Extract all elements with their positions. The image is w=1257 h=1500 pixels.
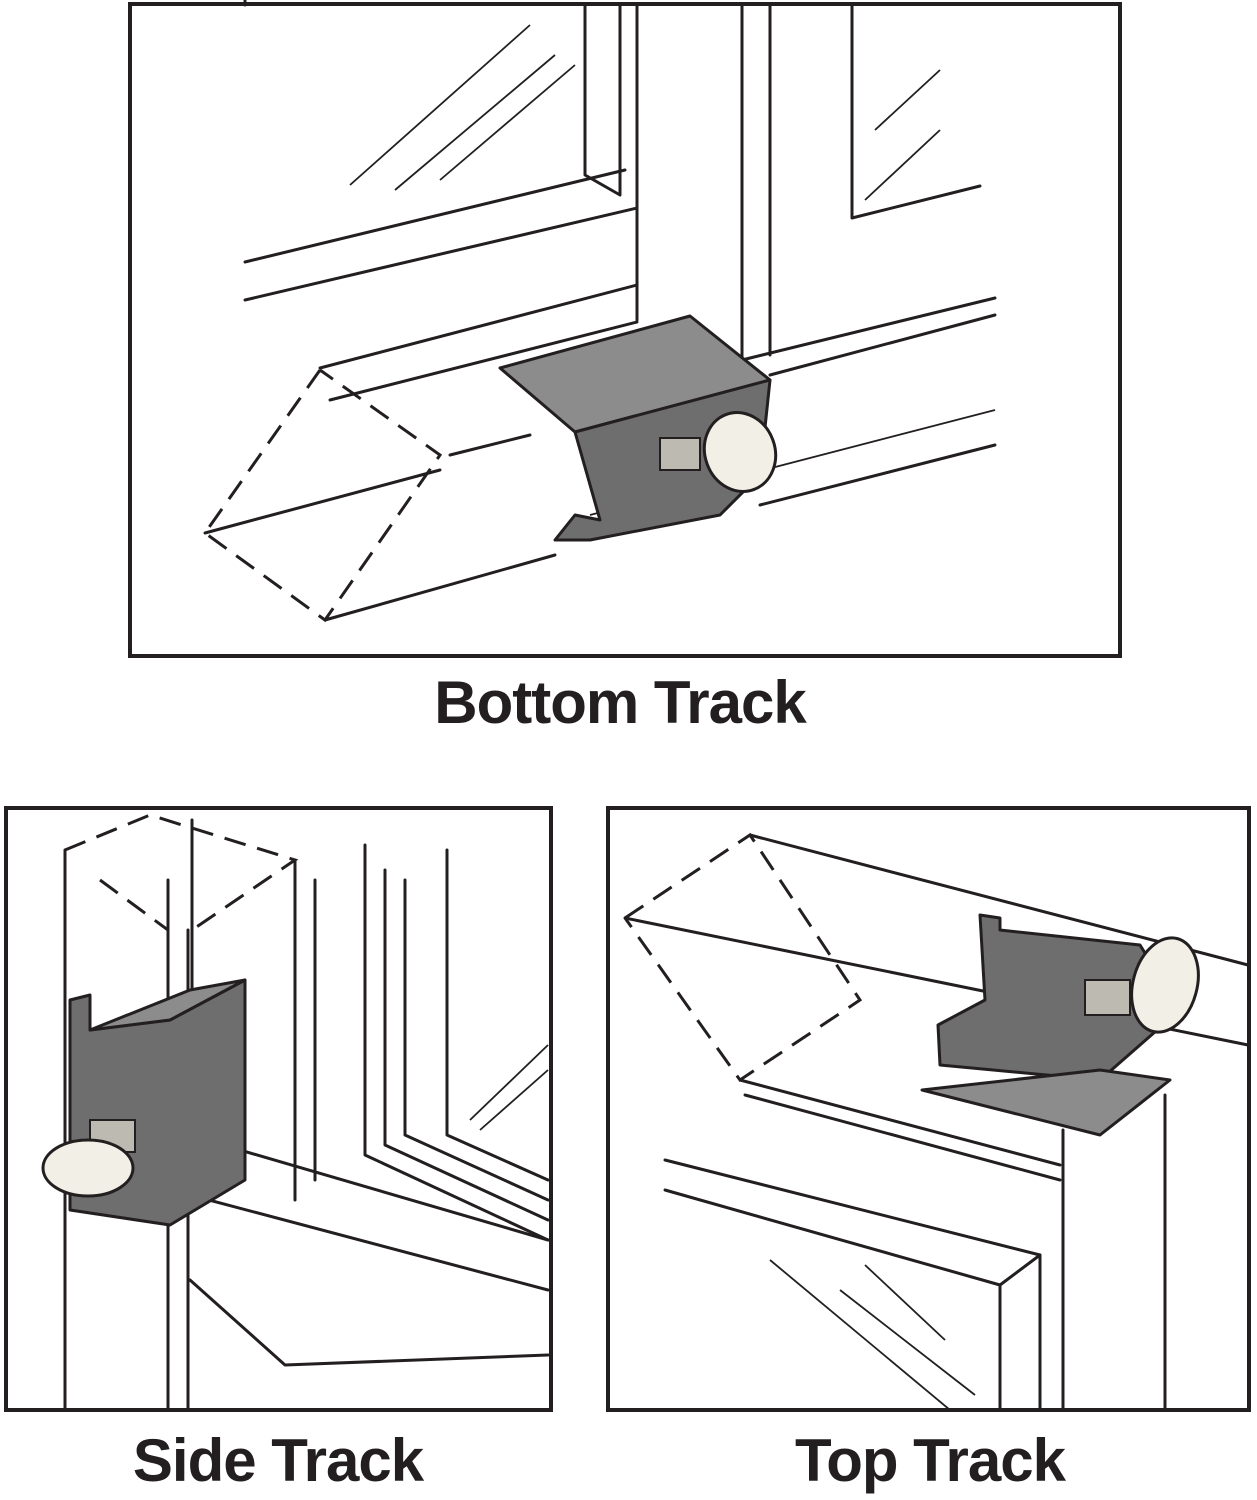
side-track-illustration <box>4 806 553 1412</box>
bottom-track-illustration <box>128 0 1122 658</box>
bottom-track-frame <box>128 2 1122 658</box>
bottom-track-label: Bottom Track <box>434 669 806 736</box>
side-track-label: Side Track <box>132 1427 424 1494</box>
top-track-label: Top Track <box>795 1427 1066 1494</box>
top-track-illustration <box>606 806 1251 1412</box>
top-track-frame <box>606 806 1251 1412</box>
side-track-frame <box>4 806 553 1412</box>
